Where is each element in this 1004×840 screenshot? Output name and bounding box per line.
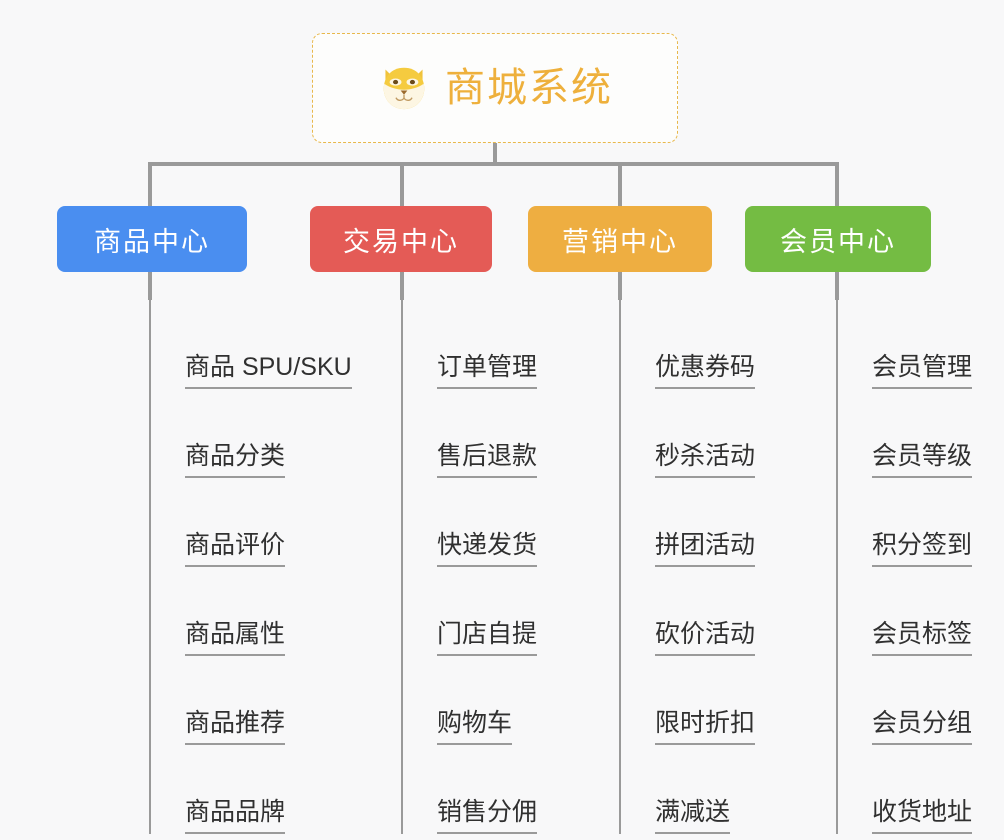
leaf-label: 商品分类 (185, 442, 286, 478)
leaf-label: 快递发货 (437, 531, 538, 567)
column-member-center: 会员中心会员管理会员等级积分签到会员标签会员分组收货地址 (745, 206, 973, 834)
category-label: 交易中心 (343, 226, 459, 257)
leaf-item[interactable]: 砍价活动 (621, 567, 756, 656)
leaf-item[interactable]: 商品属性 (151, 567, 352, 656)
leaf-label: 商品品牌 (185, 798, 286, 834)
column-marketing-center: 营销中心优惠券码秒杀活动拼团活动砍价活动限时折扣满减送 (528, 206, 756, 834)
leaf-item[interactable]: 商品推荐 (151, 656, 352, 745)
leaf-label: 商品 SPU/SKU (185, 353, 352, 389)
leaf-label: 积分签到 (872, 531, 973, 567)
leaf-item[interactable]: 会员管理 (838, 300, 973, 389)
drop-connector-marketing-center (618, 162, 622, 206)
category-stem-marketing-center (618, 272, 622, 300)
leaf-item[interactable]: 满减送 (621, 745, 755, 834)
leaf-item[interactable]: 收货地址 (838, 745, 973, 834)
leaf-label: 拼团活动 (655, 531, 756, 567)
root-node[interactable]: 商城系统 (312, 33, 678, 143)
leaf-item[interactable]: 会员标签 (838, 567, 973, 656)
leaf-item[interactable]: 快递发货 (403, 478, 538, 567)
leaf-item[interactable]: 商品评价 (151, 478, 352, 567)
leaf-label: 秒杀活动 (655, 442, 756, 478)
leaf-label: 限时折扣 (655, 709, 756, 745)
column-trade-center: 交易中心订单管理售后退款快递发货门店自提购物车销售分佣 (310, 206, 538, 834)
leaf-label: 会员管理 (872, 353, 973, 389)
leaf-label: 会员等级 (872, 442, 973, 478)
leaf-item[interactable]: 商品品牌 (151, 745, 352, 834)
horizontal-bus-connector (148, 162, 838, 166)
category-member-center[interactable]: 会员中心 (745, 206, 931, 272)
leaf-item[interactable]: 销售分佣 (403, 745, 538, 834)
leaf-label: 门店自提 (437, 620, 538, 656)
leaf-item[interactable]: 订单管理 (403, 300, 538, 389)
leaf-label: 满减送 (655, 798, 731, 834)
category-label: 营销中心 (562, 226, 678, 257)
leaf-item[interactable]: 门店自提 (403, 567, 538, 656)
category-stem-product-center (148, 272, 152, 300)
leaf-list-trade-center: 订单管理售后退款快递发货门店自提购物车销售分佣 (401, 300, 538, 834)
leaf-item[interactable]: 商品 SPU/SKU (151, 300, 352, 389)
leaf-item[interactable]: 秒杀活动 (621, 389, 756, 478)
leaf-item[interactable]: 商品分类 (151, 389, 352, 478)
leaf-label: 售后退款 (437, 442, 538, 478)
dog-face-icon (383, 67, 425, 110)
drop-connector-product-center (148, 162, 152, 206)
leaf-item[interactable]: 会员等级 (838, 389, 973, 478)
drop-connector-trade-center (400, 162, 404, 206)
leaf-label: 订单管理 (437, 353, 538, 389)
leaf-label: 会员标签 (872, 620, 973, 656)
leaf-label: 商品属性 (185, 620, 286, 656)
leaf-item[interactable]: 购物车 (403, 656, 537, 745)
leaf-item[interactable]: 限时折扣 (621, 656, 756, 745)
leaf-label: 商品评价 (185, 531, 286, 567)
category-label: 会员中心 (780, 226, 896, 257)
category-product-center[interactable]: 商品中心 (57, 206, 247, 272)
category-stem-member-center (835, 272, 839, 300)
leaf-label: 收货地址 (872, 798, 973, 834)
leaf-list-marketing-center: 优惠券码秒杀活动拼团活动砍价活动限时折扣满减送 (619, 300, 756, 834)
drop-connector-member-center (835, 162, 839, 206)
leaf-label: 商品推荐 (185, 709, 286, 745)
category-stem-trade-center (400, 272, 404, 300)
leaf-label: 会员分组 (872, 709, 973, 745)
leaf-label: 优惠券码 (655, 353, 756, 389)
column-product-center: 商品中心商品 SPU/SKU 商品分类商品评价商品属性商品推荐商品品牌 (57, 206, 352, 834)
category-marketing-center[interactable]: 营销中心 (528, 206, 712, 272)
category-trade-center[interactable]: 交易中心 (310, 206, 492, 272)
leaf-list-product-center: 商品 SPU/SKU 商品分类商品评价商品属性商品推荐商品品牌 (149, 300, 352, 834)
category-label: 商品中心 (94, 226, 210, 257)
root-stem-connector (493, 143, 497, 165)
root-title: 商城系统 (445, 66, 613, 110)
leaf-item[interactable]: 优惠券码 (621, 300, 756, 389)
leaf-label: 购物车 (437, 709, 513, 745)
leaf-label: 销售分佣 (437, 798, 538, 834)
leaf-label: 砍价活动 (655, 620, 756, 656)
leaf-list-member-center: 会员管理会员等级积分签到会员标签会员分组收货地址 (836, 300, 973, 834)
leaf-item[interactable]: 拼团活动 (621, 478, 756, 567)
leaf-item[interactable]: 会员分组 (838, 656, 973, 745)
leaf-item[interactable]: 售后退款 (403, 389, 538, 478)
leaf-item[interactable]: 积分签到 (838, 478, 973, 567)
